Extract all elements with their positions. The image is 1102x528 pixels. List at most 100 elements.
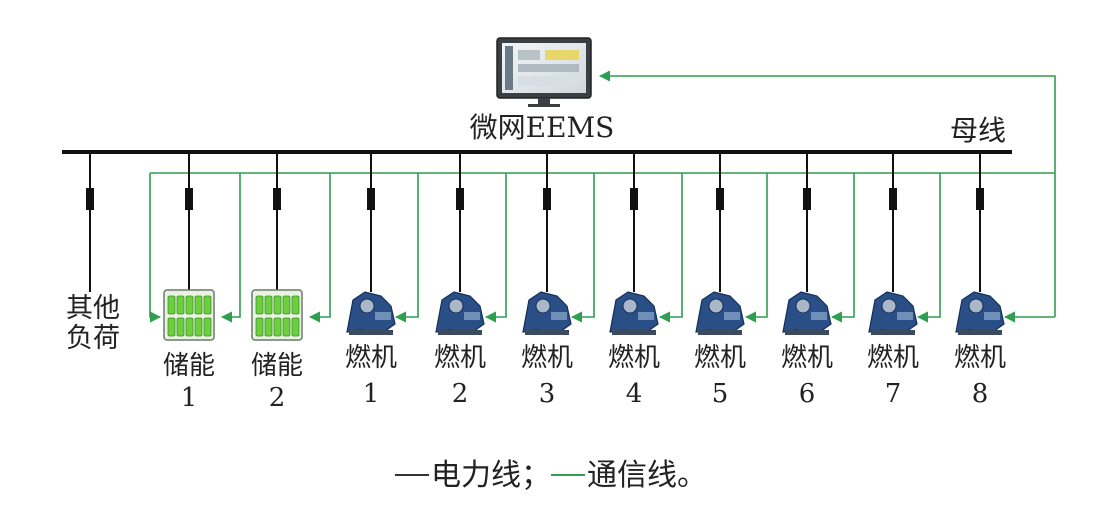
gas-turbine-icon: [868, 291, 918, 335]
turbine-casing: [811, 312, 827, 320]
turbine-casing: [464, 312, 480, 320]
turbine-num: 4: [625, 379, 643, 409]
turbine-num: 5: [711, 379, 729, 409]
breaker-icon: [803, 188, 811, 210]
turbine-name: 燃机: [607, 343, 661, 373]
battery-cell: [264, 317, 273, 337]
battery-icon: [163, 289, 215, 341]
battery-cell: [194, 295, 203, 315]
turbine-casing: [724, 312, 740, 320]
comm-line-drop: [149, 173, 162, 323]
turbine-base: [871, 330, 915, 335]
other-load-line1: 其他: [66, 293, 120, 324]
battery-cell: [282, 295, 291, 315]
turbine-hub: [795, 298, 811, 314]
turbine-casing: [551, 312, 567, 320]
breaker-icon: [716, 188, 724, 210]
turbine-num: 3: [538, 379, 556, 409]
turbine-name: 燃机: [866, 343, 920, 373]
turbine-base: [698, 330, 742, 335]
turbine-base: [958, 330, 1002, 335]
turbine-hub: [968, 298, 984, 314]
storage-name: 储能: [250, 351, 304, 381]
battery-cell: [282, 317, 291, 337]
other-load-line2: 负荷: [66, 323, 120, 354]
turbine-num: 6: [798, 379, 816, 409]
turbine-label-1: 燃机 1: [345, 340, 397, 412]
gas-turbine-icon: [609, 291, 659, 335]
turbine-name: 燃机: [780, 343, 834, 373]
storage-num: 1: [180, 383, 198, 413]
comm-line-drop: [744, 173, 768, 323]
turbine-name: 燃机: [693, 343, 747, 373]
turbine-name: 燃机: [953, 343, 1007, 373]
power-line-label: 电力线；: [431, 458, 551, 493]
turbine-label-8: 燃机 8: [954, 340, 1006, 412]
breaker-icon: [976, 188, 984, 210]
breaker-icon: [456, 188, 464, 210]
comm-line-drop: [658, 173, 683, 323]
turbine-num: 2: [451, 379, 469, 409]
storage-name: 储能: [162, 351, 216, 381]
breaker-icon: [543, 188, 551, 210]
breaker-icon: [86, 188, 94, 210]
battery-cell: [273, 295, 282, 315]
turbine-hub: [448, 298, 464, 314]
battery-cell: [167, 317, 176, 337]
turbine-casing: [375, 312, 391, 320]
turbine-label-3: 燃机 3: [521, 340, 573, 412]
monitor-icon: [496, 37, 592, 107]
turbine-label-2: 燃机 2: [434, 340, 486, 412]
turbine-name: 燃机: [520, 343, 574, 373]
battery-cell: [185, 317, 194, 337]
turbine-name: 燃机: [344, 343, 398, 373]
gas-turbine-icon: [782, 291, 832, 335]
comm-line-drop: [570, 173, 595, 323]
battery-icon: [251, 289, 303, 341]
battery-cell: [176, 317, 185, 337]
turbine-base: [525, 330, 569, 335]
turbine-casing: [984, 312, 1000, 320]
battery-cell: [185, 295, 194, 315]
battery-cell: [255, 317, 264, 337]
battery-cell: [176, 295, 185, 315]
gas-turbine-icon: [955, 291, 1005, 335]
comm-line-label: 通信线。: [587, 458, 707, 493]
turbine-num: 8: [971, 379, 989, 409]
gas-turbine-icon: [435, 291, 485, 335]
eems-label: 微网EEMS: [469, 111, 615, 144]
turbine-base: [785, 330, 829, 335]
battery-cell: [203, 317, 212, 337]
turbine-base: [612, 330, 656, 335]
turbine-label-4: 燃机 4: [608, 340, 660, 412]
turbine-base: [349, 330, 393, 335]
other-load-label: 其他 负荷: [66, 294, 120, 354]
battery-cell: [291, 295, 300, 315]
gas-turbine-icon: [695, 291, 745, 335]
battery-cell: [255, 295, 264, 315]
comm-line-drop: [308, 173, 331, 323]
breaker-icon: [367, 188, 375, 210]
turbine-hub: [708, 298, 724, 314]
turbine-hub: [622, 298, 638, 314]
comm-line-drop: [484, 173, 507, 323]
legend: 电力线； 通信线。: [0, 458, 1102, 494]
battery-cell: [273, 317, 282, 337]
turbine-casing: [897, 312, 913, 320]
turbine-hub: [359, 298, 375, 314]
storage-num: 2: [268, 383, 286, 413]
comm-line-drop: [220, 173, 241, 323]
breaker-icon: [185, 188, 193, 210]
comm-line-eems: [598, 70, 1056, 317]
gas-turbine-icon: [346, 291, 396, 335]
turbine-base: [438, 330, 482, 335]
battery-cell: [167, 295, 176, 315]
microgrid-diagram: [62, 37, 1056, 341]
battery-cell: [194, 317, 203, 337]
turbine-hub: [535, 298, 551, 314]
battery-cell: [203, 295, 212, 315]
comm-line-swatch: [551, 474, 585, 476]
power-line-swatch: [395, 474, 429, 476]
comm-line-drop: [394, 173, 419, 323]
turbine-name: 燃机: [433, 343, 487, 373]
